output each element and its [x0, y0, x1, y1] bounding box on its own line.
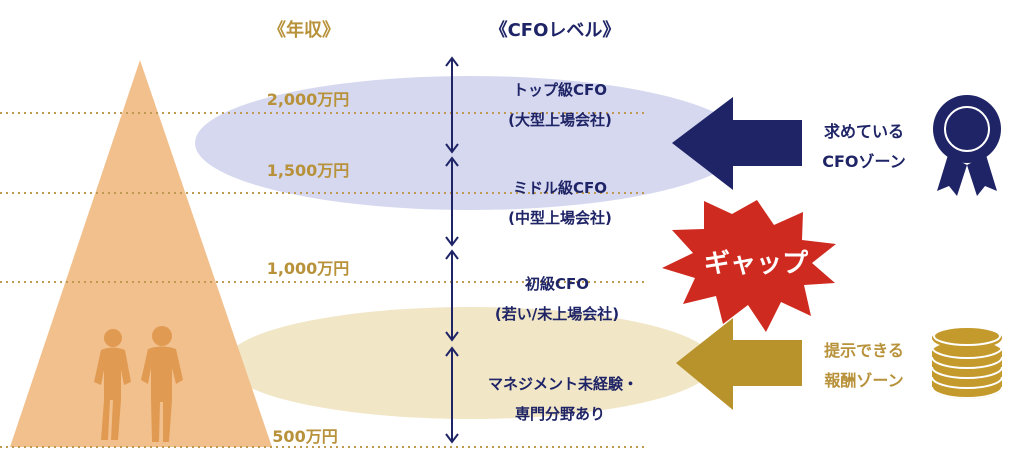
- coin-stack-icon: [931, 326, 1003, 399]
- level-range-arrows: [445, 56, 459, 444]
- income-header: 《年収》: [268, 19, 340, 41]
- income-pyramid: [10, 60, 272, 447]
- level-arrow-top: [445, 56, 459, 154]
- offered-zone-arrow: [676, 318, 802, 410]
- cfo-level-junior-title: 初級CFO: [525, 275, 589, 293]
- medal-icon: [933, 95, 1001, 196]
- income-label-500: 500万円: [272, 427, 337, 446]
- desired-zone-ellipse: [195, 76, 745, 210]
- cfo-level-top-sub: (大型上場会社): [508, 111, 612, 129]
- cfo-level-top-title: トップ級CFO: [513, 81, 607, 99]
- cfo-level-middle-sub: (中型上場会社): [508, 209, 612, 227]
- cfo-level-nomgmt-title: マネジメント未経験・: [488, 375, 638, 393]
- offered-zone-label-2: 報酬ゾーン: [824, 371, 903, 390]
- gap-label: ギャップ: [704, 249, 809, 279]
- level-arrow-junior: [445, 249, 459, 342]
- level-arrow-middle: [445, 156, 459, 247]
- desired-zone-arrow: [672, 97, 802, 190]
- income-label-1500: 1,500万円: [267, 161, 350, 180]
- gap-burst: [662, 200, 836, 332]
- desired-zone-label-1: 求めている: [824, 122, 904, 141]
- income-label-2000: 2,000万円: [267, 90, 350, 109]
- cfo-level-nomgmt-sub: 専門分野あり: [515, 405, 605, 423]
- offered-zone-ellipse: [225, 307, 715, 419]
- offered-zone-label-1: 提示できる: [824, 341, 904, 360]
- cfo-level-header: 《CFOレベル》: [490, 20, 621, 41]
- income-label-1000: 1,000万円: [267, 259, 350, 278]
- desired-zone-label-2: CFOゾーン: [822, 152, 905, 171]
- level-arrow-nomgmt: [445, 346, 459, 444]
- cfo-level-middle-title: ミドル級CFO: [513, 179, 607, 197]
- people-silhouette-icon: [94, 326, 183, 442]
- cfo-level-junior-sub: (若い/未上場会社): [495, 305, 619, 323]
